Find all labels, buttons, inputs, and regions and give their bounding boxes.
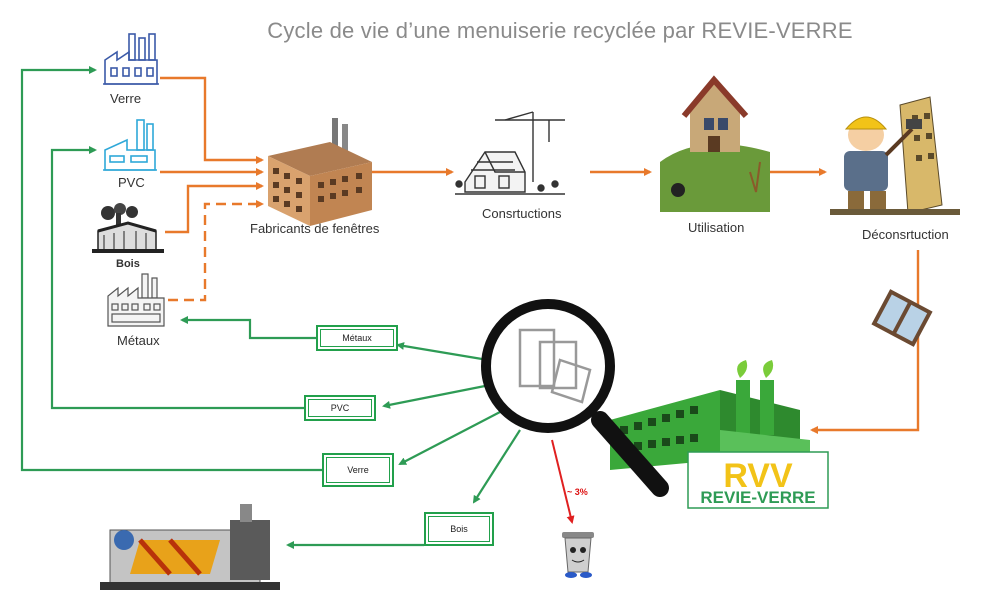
- green-flows: [20, 66, 521, 549]
- return-metaux-line: [180, 316, 316, 340]
- lens-to-bois-box: [472, 429, 521, 504]
- logo-name: REVIE-VERRE: [700, 488, 815, 507]
- waste-bin-icon: [562, 532, 594, 578]
- orange-flows: [160, 76, 920, 434]
- lens-to-metaux-box: [396, 342, 489, 362]
- lens-to-verre-box: [398, 411, 501, 465]
- pvc-factory-icon: [103, 119, 157, 171]
- bois-sawmill-icon: [92, 203, 164, 253]
- magnifying-glass-icon: [481, 299, 669, 497]
- material-label-bois: Bois: [116, 258, 140, 270]
- page-title: Cycle de vie d’une menuiserie recyclée p…: [267, 18, 853, 43]
- material-label-metaux: Métaux: [117, 333, 160, 348]
- waste-percent-label: ~ 3%: [567, 487, 588, 497]
- arrow-bois-to-fabricants: [165, 182, 264, 234]
- stage-label-deconstruction: Déconsrtuction: [862, 227, 949, 242]
- recycled-box-verre: Verre: [322, 453, 394, 487]
- revie-verre-logo: RVV REVIE-VERRE: [687, 451, 829, 509]
- arrow-verre-to-fabricants: [160, 76, 264, 164]
- return-pvc-line: [50, 146, 304, 410]
- verre-factory-icon: [103, 33, 159, 85]
- return-verre-line: [20, 66, 322, 472]
- deconstruction-worker-icon: [830, 96, 960, 215]
- material-label-verre: Verre: [110, 91, 142, 106]
- lens-to-pvc-box: [382, 383, 491, 409]
- recycled-box-metaux: Métaux: [316, 325, 398, 351]
- stage-label-utilisation: Utilisation: [688, 220, 745, 235]
- construction-site-icon: [455, 111, 565, 195]
- recycled-box-bois: Bois: [424, 512, 494, 546]
- logo-letters: RVV: [723, 457, 793, 495]
- arrow-metaux-to-fabricants: [168, 200, 264, 302]
- metaux-factory-icon: [107, 273, 165, 327]
- material-label-pvc: PVC: [118, 175, 145, 190]
- fabricants-factory-icon: [268, 118, 372, 226]
- recycled-box-pvc: PVC: [304, 395, 376, 421]
- boiler-plant-icon: [100, 504, 280, 590]
- utilisation-house-icon: [660, 75, 770, 212]
- window-frame-icon: [871, 289, 933, 347]
- stage-label-constructions: Consrtuctions: [482, 206, 562, 221]
- lens-to-waste-arrow: [551, 439, 575, 524]
- stage-label-fabricants: Fabricants de fenêtres: [250, 221, 380, 236]
